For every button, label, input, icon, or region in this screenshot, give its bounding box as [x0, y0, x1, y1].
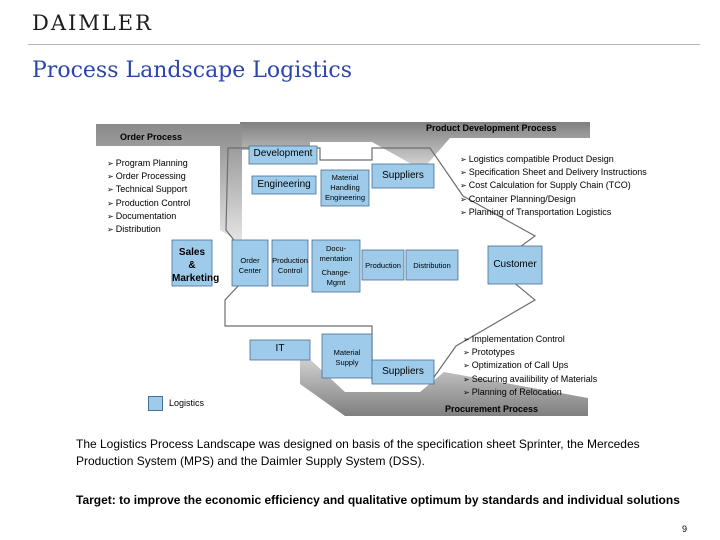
list-item: Prototypes [463, 346, 597, 359]
distribution-box [405, 249, 459, 281]
suppliers-bottom-box [371, 359, 435, 385]
process-arrow-outline [224, 147, 537, 381]
legend-swatch [148, 396, 163, 411]
it-label: IT [275, 343, 285, 354]
list-item: Program Planning [107, 157, 190, 170]
list-item: Order Processing [107, 170, 190, 183]
list-item: Technical Support [107, 183, 190, 196]
order-process-label: Order Process [120, 132, 183, 142]
procurement-process-band [300, 350, 588, 416]
sales-marketing-label: Sales&Marketing [172, 247, 220, 284]
list-item: Securing availibility of Materials [463, 373, 598, 386]
engineering-label: Engineering [257, 179, 311, 190]
list-item: Production Control [107, 197, 191, 210]
production-label: Production [365, 261, 401, 270]
production-box [361, 249, 405, 281]
list-item: Planning of Transportation Logistics [460, 206, 647, 219]
development-box [248, 145, 318, 165]
customer-box [487, 245, 543, 285]
list-item: Container Planning/Design [460, 193, 647, 206]
header-divider [28, 44, 700, 45]
development-process-label: Product Development Process [426, 123, 557, 133]
list-item: Planning of Relocation [463, 386, 597, 399]
list-item: Specification Sheet and Delivery Instruc… [460, 166, 647, 179]
list-item: Cost Calculation for Supply Chain (TCO) [460, 179, 647, 192]
engineering-box [251, 175, 317, 195]
page-number: 9 [682, 524, 688, 534]
list-item: Optimization of Call Ups [463, 359, 597, 372]
daimler-logo: DAIMLER [32, 11, 153, 35]
suppliers-bottom-label: Suppliers [382, 366, 424, 377]
list-item: Documentation [107, 210, 190, 223]
suppliers-top-box [371, 163, 435, 189]
distribution-label: Distribution [413, 261, 451, 270]
material-supply-box [321, 333, 373, 379]
customer-label: Customer [493, 259, 537, 270]
change-mgmt-label: Change-Mgmt [321, 268, 351, 287]
list-item: Logistics compatible Product Design [460, 153, 647, 166]
list-item: Distribution [107, 223, 190, 236]
suppliers-top-label: Suppliers [382, 170, 424, 181]
production-control-box [271, 239, 309, 287]
legend-label: Logistics [169, 398, 205, 408]
development-process-band [240, 122, 590, 170]
development-bullets: Logistics compatible Product Design Spec… [460, 153, 647, 219]
logistics-boxes [171, 145, 543, 385]
procurement-bullets: Implementation Control Prototypes Optimi… [463, 333, 598, 399]
it-box [249, 339, 311, 361]
procurement-process-label: Procurement Process [445, 404, 539, 414]
description-paragraph: The Logistics Process Landscape was desi… [76, 437, 640, 468]
mhe-box [320, 169, 370, 207]
documentation-label: Docu-mentation [319, 244, 353, 263]
sales-box [171, 239, 213, 287]
target-statement: Target: to improve the economic efficien… [76, 493, 680, 507]
documentation-box [311, 239, 361, 293]
order-center-box [231, 239, 269, 287]
page-title: Process Landscape Logistics [32, 58, 353, 83]
order-process-bullets: Program Planning Order Processing Techni… [107, 157, 191, 236]
list-item: Implementation Control [463, 333, 597, 346]
development-label: Development [253, 148, 313, 159]
